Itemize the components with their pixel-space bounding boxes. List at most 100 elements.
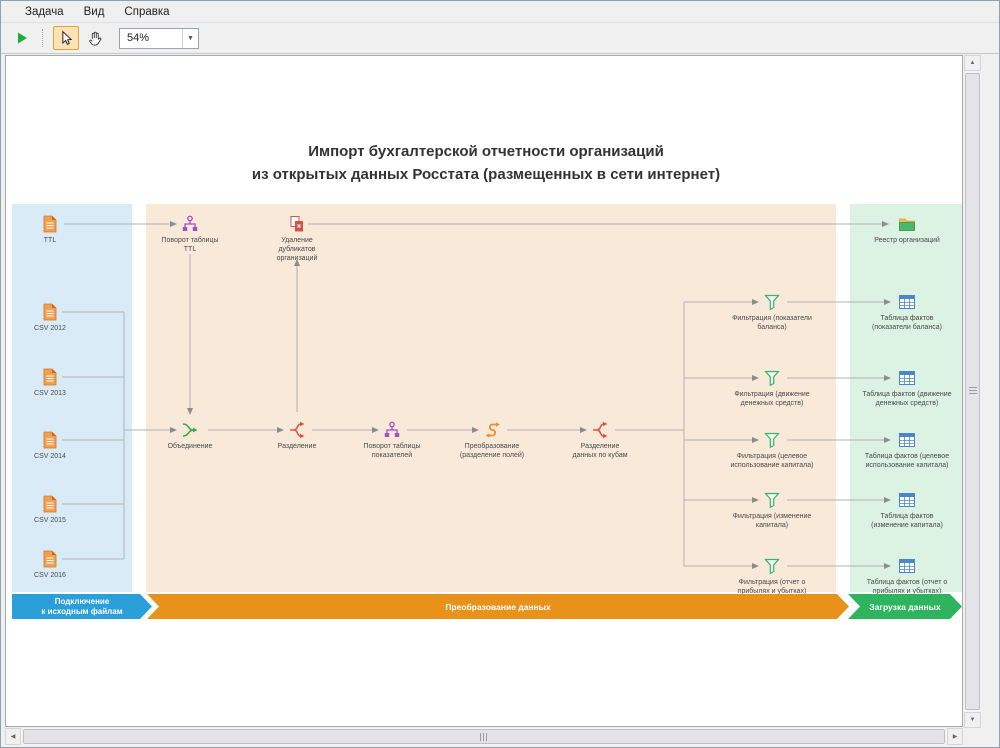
document-icon	[40, 367, 60, 387]
node-fact-capital-use[interactable]: Таблица фактов (целевое использование ка…	[852, 430, 962, 470]
node-split-by-cubes[interactable]: Разделение данных по кубам	[560, 420, 640, 460]
node-label: Поворот таблицы показателей	[363, 443, 421, 460]
vertical-scroll-track[interactable]	[964, 71, 981, 712]
scroll-right-icon[interactable]: ▶	[947, 728, 963, 745]
toolbar: 54% ▼	[1, 23, 999, 54]
lane-transform-panel	[146, 204, 836, 592]
node-label: Разделение	[277, 443, 317, 450]
menubar: Задача Вид Справка	[1, 1, 999, 23]
node-label: Преобразование (разделение полей)	[459, 443, 525, 460]
node-org-registry[interactable]: Реестр организаций	[853, 214, 961, 245]
menu-help[interactable]: Справка	[124, 5, 170, 18]
table-icon	[897, 430, 917, 450]
transform-icon	[482, 420, 502, 440]
node-label: Фильтрация (целевое использование капита…	[730, 453, 814, 470]
scroll-up-icon[interactable]: ▲	[964, 55, 981, 71]
node-source-csv-2012[interactable]: CSV 2012	[15, 302, 85, 333]
node-union[interactable]: Объединение	[151, 420, 229, 451]
split-icon	[287, 420, 307, 440]
filter-icon	[762, 490, 782, 510]
play-icon	[18, 32, 27, 44]
node-label: Реестр организаций	[874, 237, 940, 244]
filter-icon	[762, 556, 782, 576]
cursor-icon	[62, 30, 73, 45]
node-dedupe-orgs[interactable]: Удаление дубликатов организаций	[262, 214, 332, 263]
folder-icon	[897, 214, 917, 234]
node-fact-capital-change[interactable]: Таблица фактов (изменение капитала)	[852, 490, 962, 530]
node-label: CSV 2016	[34, 572, 66, 579]
table-icon	[897, 490, 917, 510]
node-label: Фильтрация (движение денежных средств)	[734, 391, 810, 408]
node-label: Удаление дубликатов организаций	[276, 237, 318, 263]
zoom-value: 54%	[127, 32, 150, 44]
pan-tool-button[interactable]	[82, 26, 108, 50]
filter-icon	[762, 292, 782, 312]
run-button[interactable]	[9, 26, 35, 50]
node-fact-pnl[interactable]: Таблица фактов (отчет о прибылях и убытк…	[852, 556, 962, 596]
node-label: Поворот таблицы TTL	[161, 237, 219, 254]
banner-transform: Преобразование данных	[147, 594, 849, 619]
diagram-canvas[interactable]: Импорт бухгалтерской отчетности организа…	[5, 55, 963, 727]
pivot-table-icon	[180, 214, 200, 234]
table-icon	[897, 368, 917, 388]
node-pivot-ttl[interactable]: Поворот таблицы TTL	[151, 214, 229, 254]
node-label: Фильтрация (изменение капитала)	[732, 513, 812, 530]
node-label: Фильтрация (показатели баланса)	[732, 315, 812, 332]
toolbar-grip	[42, 29, 46, 47]
filter-icon	[762, 430, 782, 450]
vertical-scroll-thumb[interactable]	[965, 73, 980, 710]
node-label: Таблица фактов (показатели баланса)	[871, 315, 943, 332]
node-filter-balance[interactable]: Фильтрация (показатели баланса)	[718, 292, 826, 332]
table-icon	[897, 292, 917, 312]
node-label: Таблица фактов (движение денежных средст…	[862, 391, 952, 408]
table-icon	[897, 556, 917, 576]
menu-task[interactable]: Задача	[25, 5, 64, 18]
pivot-table-icon	[382, 420, 402, 440]
horizontal-scroll-thumb[interactable]	[23, 729, 945, 744]
scrollbar-corner	[964, 728, 981, 745]
dedupe-icon	[287, 214, 307, 234]
node-split[interactable]: Разделение	[258, 420, 336, 451]
hand-icon	[89, 31, 102, 46]
diagram-title: Импорт бухгалтерской отчетности организа…	[251, 143, 721, 184]
node-filter-capital-use[interactable]: Фильтрация (целевое использование капита…	[718, 430, 826, 470]
node-fact-balance[interactable]: Таблица фактов (показатели баланса)	[852, 292, 962, 332]
node-label: Таблица фактов (изменение капитала)	[871, 513, 943, 530]
horizontal-scrollbar[interactable]: ◀ ▶	[5, 728, 963, 745]
thumb-grip	[479, 732, 489, 741]
lane-load-panel	[850, 204, 962, 592]
node-label: CSV 2014	[34, 453, 66, 460]
menu-view[interactable]: Вид	[83, 5, 105, 18]
node-source-csv-2016[interactable]: CSV 2016	[15, 549, 85, 580]
document-icon	[40, 430, 60, 450]
filter-icon	[762, 368, 782, 388]
scroll-down-icon[interactable]: ▼	[964, 712, 981, 728]
vertical-scrollbar[interactable]: ▲ ▼	[964, 55, 981, 728]
node-source-csv-2015[interactable]: CSV 2015	[15, 494, 85, 525]
node-source-csv-2013[interactable]: CSV 2013	[15, 367, 85, 398]
node-label: CSV 2013	[34, 390, 66, 397]
node-label: Таблица фактов (отчет о прибылях и убытк…	[866, 579, 948, 596]
split-icon	[590, 420, 610, 440]
node-filter-pnl[interactable]: Фильтрация (отчет о прибылях и убытках)	[718, 556, 826, 596]
banner-sources: Подключение к исходным файлам	[12, 594, 152, 619]
node-pivot-indicators[interactable]: Поворот таблицы показателей	[352, 420, 432, 460]
node-source-csv-2014[interactable]: CSV 2014	[15, 430, 85, 461]
document-icon	[40, 302, 60, 322]
zoom-combobox[interactable]: 54% ▼	[119, 27, 199, 49]
scroll-left-icon[interactable]: ◀	[5, 728, 21, 745]
document-icon	[40, 494, 60, 514]
chevron-down-icon[interactable]: ▼	[182, 28, 198, 48]
node-label: CSV 2015	[34, 517, 66, 524]
node-filter-cashflow[interactable]: Фильтрация (движение денежных средств)	[718, 368, 826, 408]
node-source-ttl[interactable]: TTL	[15, 214, 85, 245]
union-icon	[180, 420, 200, 440]
node-label: TTL	[43, 237, 57, 244]
node-transform-split-fields[interactable]: Преобразование (разделение полей)	[450, 420, 535, 460]
horizontal-scroll-track[interactable]	[21, 728, 947, 745]
thumb-grip	[968, 387, 977, 396]
node-fact-cashflow[interactable]: Таблица фактов (движение денежных средст…	[852, 368, 962, 408]
node-filter-capital-change[interactable]: Фильтрация (изменение капитала)	[718, 490, 826, 530]
select-tool-button[interactable]	[53, 26, 79, 50]
